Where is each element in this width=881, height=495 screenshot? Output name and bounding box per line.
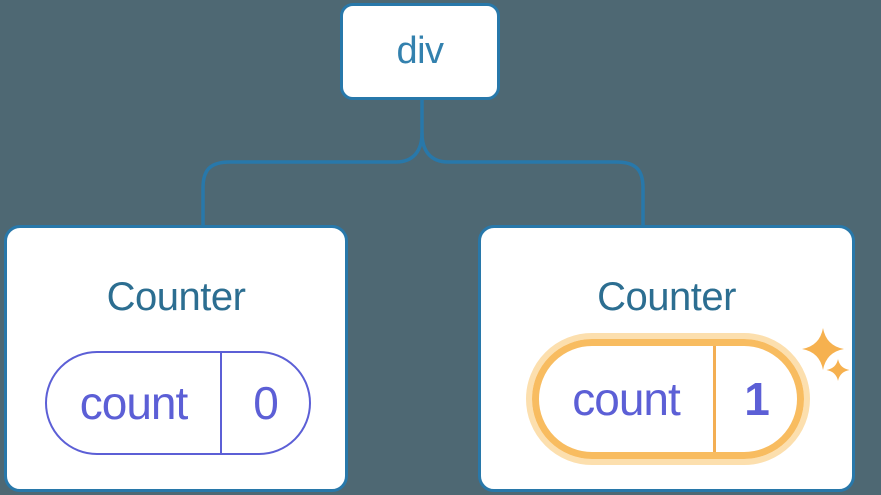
root-node-label: div bbox=[396, 30, 444, 72]
sparkle-small bbox=[826, 359, 850, 381]
state-key-cell: count bbox=[539, 346, 713, 452]
state-key-label: count bbox=[79, 377, 189, 429]
counter-card-right: Counter count 1 bbox=[478, 225, 855, 492]
state-pill: count 1 bbox=[532, 339, 804, 459]
component-title: Counter bbox=[597, 275, 736, 319]
state-value-label: 1 bbox=[744, 373, 770, 425]
counter-card-left: Counter count 0 bbox=[4, 225, 348, 492]
state-value-cell: 0 bbox=[220, 353, 309, 453]
component-title: Counter bbox=[106, 275, 246, 319]
state-key-label: count bbox=[572, 373, 681, 425]
state-pill: count 0 bbox=[45, 351, 311, 455]
sparkle-large bbox=[802, 328, 844, 370]
connector-right-branch bbox=[420, 132, 645, 227]
sparkle-icon bbox=[802, 328, 850, 381]
state-value-cell: 1 bbox=[713, 346, 797, 452]
root-node-div: div bbox=[340, 3, 500, 100]
state-pill-highlighted: count 1 bbox=[526, 333, 810, 465]
connector-left-branch bbox=[201, 98, 424, 227]
state-key-cell: count bbox=[47, 353, 220, 453]
state-value-label: 0 bbox=[253, 377, 279, 429]
